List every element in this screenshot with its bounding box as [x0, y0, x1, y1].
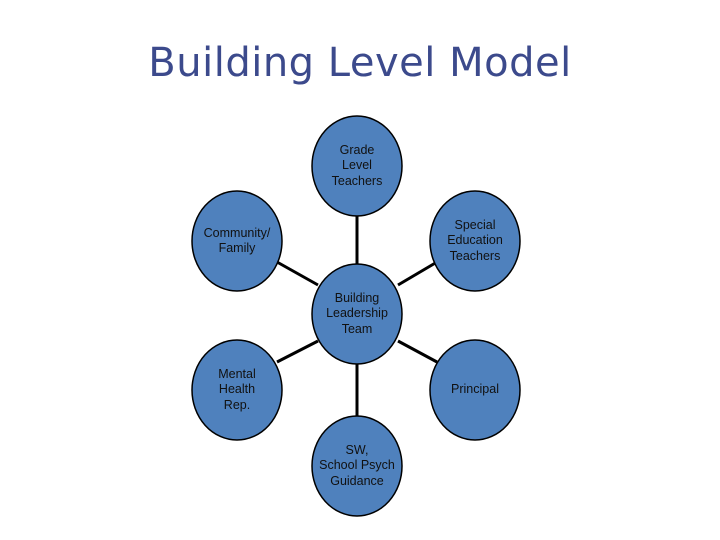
node-building-leadership-team — [311, 263, 403, 365]
label-community-family: Community/ Family — [203, 225, 271, 256]
connector-bottom-left — [276, 339, 319, 364]
node-sw-school-psych-guidance — [311, 415, 403, 517]
page-title: Building Level Model — [148, 40, 572, 86]
connector-top-right — [397, 260, 438, 287]
node-grade-level-teachers — [311, 115, 403, 217]
connector-bottom-right — [397, 339, 438, 364]
node-special-education-teachers — [429, 190, 521, 292]
label-grade-level-teachers: Grade Level Teachers — [331, 142, 383, 188]
label-building-leadership-team: Building Leadership Team — [326, 290, 388, 336]
label-special-education-teachers: Special Education Teachers — [447, 217, 503, 263]
node-principal — [429, 339, 521, 441]
label-sw-school-psych-guidance: SW, School Psych Guidance — [319, 442, 395, 488]
label-principal: Principal — [451, 382, 499, 397]
label-mental-health-rep: Mental Health Rep. — [218, 366, 256, 412]
node-community-family — [191, 190, 283, 292]
nodes — [191, 115, 521, 517]
node-mental-health-rep — [191, 339, 283, 441]
connector-top-left — [276, 260, 319, 287]
